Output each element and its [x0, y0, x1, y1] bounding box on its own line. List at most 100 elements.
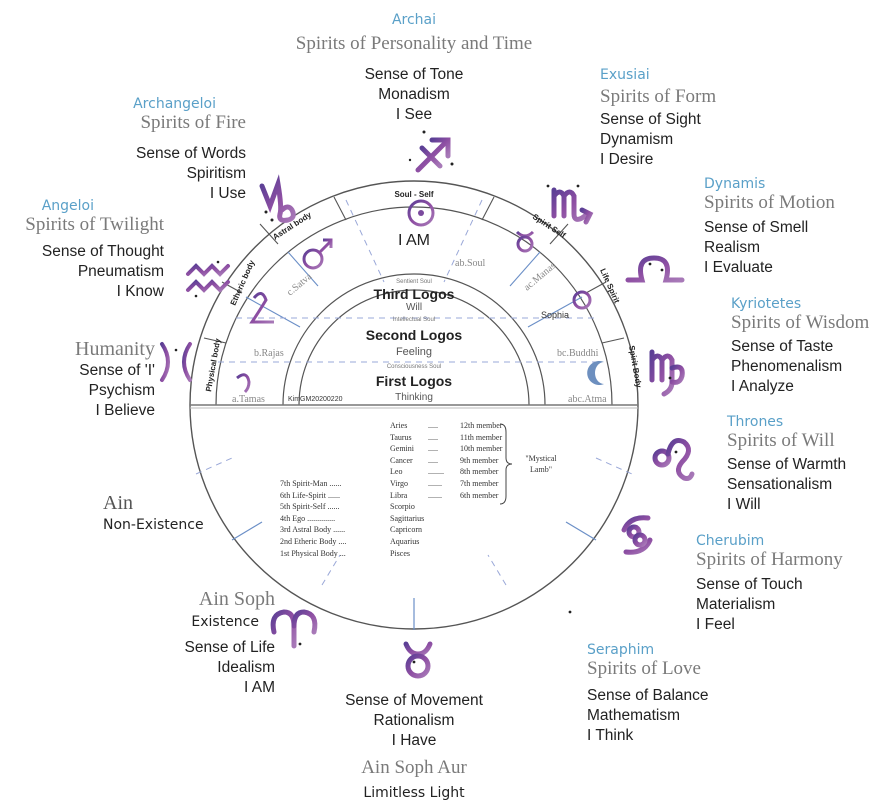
sign-cell: Sagittarius — [390, 513, 425, 523]
body-cell: 6th Life-Spirit ...... — [280, 490, 340, 500]
a-tamas-label: a.Tamas — [232, 394, 265, 405]
sense-line: Sense of 'I' — [79, 362, 155, 379]
feeling-label: Feeling — [396, 346, 432, 358]
thrones-block: Thrones Spirits of Will Sense of Warmth … — [727, 414, 846, 515]
hierarchy-name: Archangeloi — [133, 96, 216, 112]
archangeloi-block: Archangeloi Spirits of Fire Sense of Wor… — [96, 96, 246, 204]
i-line: I Have — [391, 732, 437, 749]
ism-line: Dynamism — [600, 131, 674, 148]
i-line: I Feel — [696, 616, 735, 633]
table-row: Gemini.....10th member — [280, 443, 540, 455]
table-row: 6th Life-Spirit ......Libra.......6th me… — [280, 490, 540, 502]
virgo-icon — [649, 349, 685, 397]
ain-soph-title: Ain Soph — [198, 588, 275, 610]
spirit-name: Spirits of Wisdom — [731, 312, 870, 333]
sense-line: Sense of Touch — [696, 576, 803, 593]
consciousness-soul-label: Consciousness Soul — [387, 364, 441, 370]
hierarchy-name: Dynamis — [704, 176, 766, 192]
sense-line: Sense of Movement — [345, 692, 483, 709]
ism-line: Mathematism — [587, 707, 681, 724]
ab-soul-label: ab.Soul — [455, 258, 486, 269]
i-line: I Evaluate — [704, 259, 773, 276]
libra-icon — [625, 255, 685, 293]
member-cell: 9th member — [460, 455, 499, 465]
ism-line: Phenomenalism — [731, 358, 843, 375]
aries-icon — [270, 609, 318, 649]
code-label: KimGM20200220 — [288, 396, 343, 403]
member-cell: 11th member — [460, 432, 503, 442]
sense-line: Sense of Thought — [41, 243, 164, 260]
sense-line: Sense of Balance — [587, 687, 709, 704]
sense-line: Sense of Smell — [704, 219, 809, 236]
ism-line: Pneumatism — [77, 263, 164, 280]
body-cell: 5th Spirit-Self ...... — [280, 502, 340, 512]
i-line: I Desire — [600, 151, 654, 168]
ism-line: Materialism — [696, 596, 776, 613]
ism-line: Rationalism — [373, 712, 455, 729]
dots-cell: ....... — [428, 478, 442, 488]
sense-line: Sense of Warmth — [727, 456, 847, 473]
sign-cell: Leo — [390, 467, 403, 477]
hierarchy-name: Thrones — [727, 414, 784, 430]
dashed-lines — [195, 199, 633, 586]
body-cell: 3rd Astral Body ...... — [280, 525, 346, 535]
sign-cell: Virgo — [390, 478, 409, 488]
intellectual-soul-label: Intellectual Soul — [393, 317, 435, 323]
i-am-center: I AM — [398, 232, 430, 249]
b-rajas-label: b.Rajas — [254, 348, 284, 359]
sense-line: Sense of Life — [184, 639, 275, 656]
i-line: I Know — [116, 283, 164, 300]
sun-icon — [407, 199, 435, 227]
sign-cell: Libra — [390, 490, 408, 500]
table-row: Cancer.....9th member — [280, 455, 540, 467]
mercury-icon — [515, 230, 535, 264]
hierarchy-name: Cherubim — [696, 533, 765, 549]
thinking-label: Thinking — [395, 392, 433, 403]
sign-cell: Aries — [390, 421, 408, 430]
second-logos-label: Second Logos — [366, 327, 463, 343]
gemini-icon — [555, 595, 585, 637]
scorpio-icon — [546, 184, 594, 225]
ac-manas-label: ac.Manas — [522, 260, 558, 293]
ism-line: Psychism — [88, 382, 155, 399]
sign-cell: Gemini — [390, 444, 414, 454]
spirit-name: Spirits of Form — [600, 86, 717, 107]
exusiai-block: Exusiai Spirits of Form Sense of Sight D… — [600, 67, 716, 170]
dynamis-block: Dynamis Spirits of Motion Sense of Smell… — [704, 176, 835, 278]
spacer — [280, 466, 390, 478]
humanity-block: Humanity Sense of 'I' Psychism I Believe — [10, 338, 155, 421]
spirit-name: Spirits of Will — [727, 430, 835, 451]
third-logos-label: Third Logos — [374, 286, 455, 302]
logos-circle-inner — [298, 289, 530, 405]
sophia-label: Sophia — [541, 310, 569, 320]
sagittarius-icon — [408, 130, 454, 173]
dots-cell — [428, 548, 460, 560]
sense-line: Sense of Taste — [731, 338, 834, 355]
hierarchy-name: Angeloi — [41, 198, 94, 214]
bottom-block: Sense of Movement Rationalism I Have Ain… — [314, 691, 514, 801]
first-logos-label: First Logos — [376, 373, 452, 389]
spacer — [280, 432, 390, 444]
saturn-icon — [231, 364, 251, 394]
cherubim-block: Cherubim Spirits of Harmony Sense of Tou… — [696, 533, 843, 635]
dots-cell — [428, 524, 460, 536]
ism-line: Realism — [704, 239, 760, 256]
ain-soph-aur-title: Ain Soph Aur — [361, 757, 467, 778]
limitless-light-subtitle: Limitless Light — [363, 785, 465, 801]
i-line: I Analyze — [731, 378, 794, 395]
i-line: I Use — [209, 185, 246, 202]
member-cell: 10th member — [460, 444, 503, 454]
hierarchy-name: Seraphim — [587, 642, 655, 658]
c-satva-label: c.Satva — [285, 271, 315, 299]
jupiter-icon — [249, 292, 274, 330]
ism-line: Idealism — [217, 659, 275, 676]
will-label: Will — [406, 302, 422, 313]
ain-soph-block: Ain Soph Existence Sense of Life Idealis… — [120, 588, 275, 698]
logos-circle-outer — [282, 273, 546, 405]
table-brace — [499, 423, 513, 505]
inner-band-circle — [215, 206, 613, 405]
member-cell: 8th member — [460, 467, 499, 477]
hierarchy-name: Archai — [391, 12, 437, 28]
dots-cell: ........ — [428, 467, 444, 477]
